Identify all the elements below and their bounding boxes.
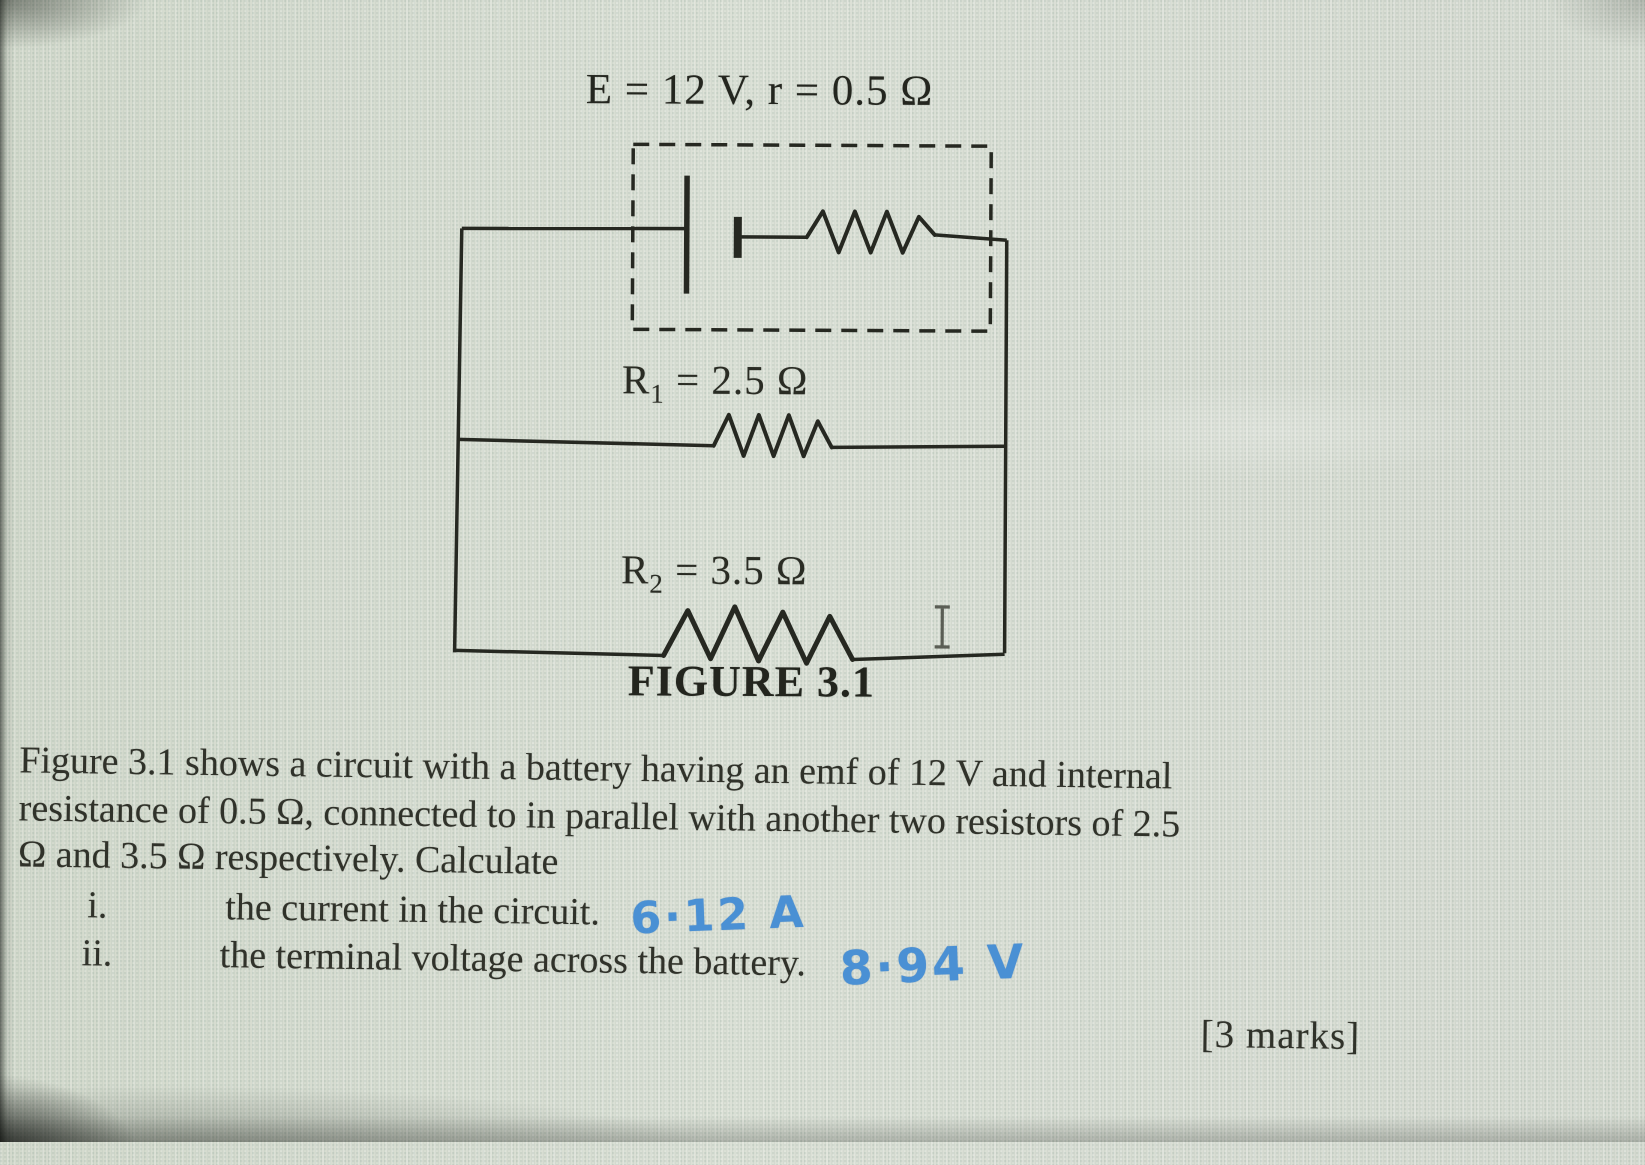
item-numeral: ii.: [81, 931, 220, 977]
marks-label: [3 marks]: [1200, 1012, 1360, 1059]
item-text: the terminal voltage across the battery.: [219, 933, 806, 985]
question-item-ii: ii. the terminal voltage across the batt…: [81, 922, 1027, 990]
problem-line-3: Ω and 3.5 Ω respectively. Calculate: [18, 832, 559, 884]
handwritten-answer-voltage: 8·94 V: [839, 935, 1028, 997]
